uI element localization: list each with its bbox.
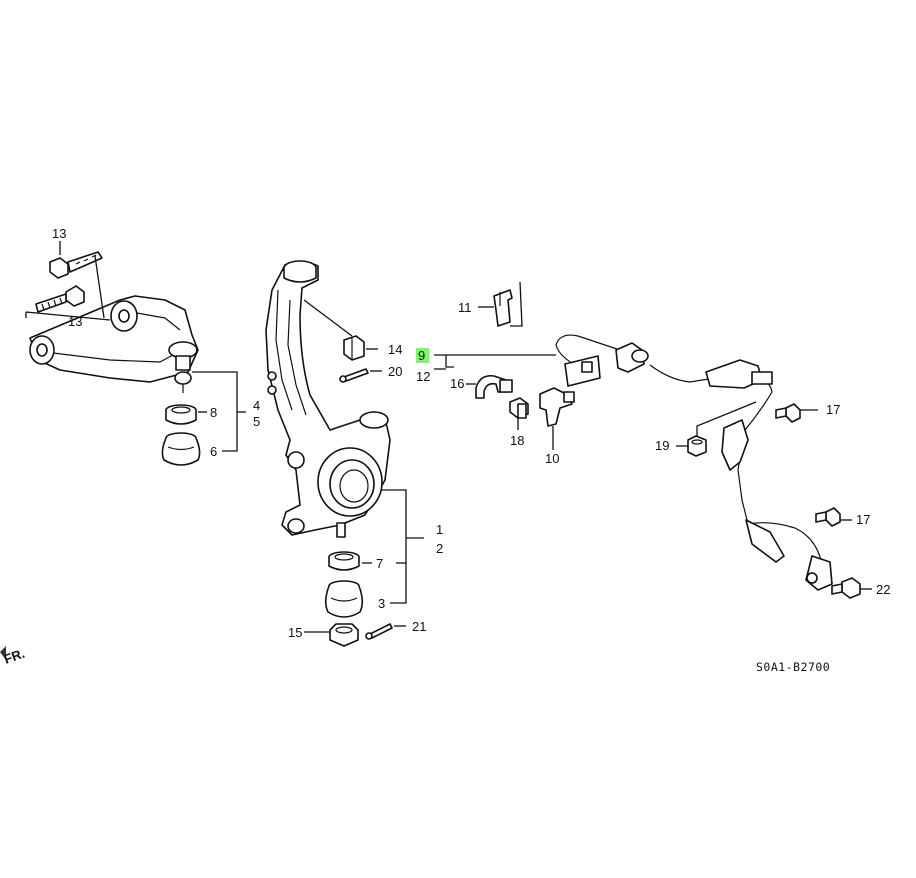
callout-13-lower: 13 xyxy=(68,314,82,329)
callout-9[interactable]: 9 xyxy=(418,348,425,363)
callout-7: 7 xyxy=(376,556,383,571)
leaders-upper-arm xyxy=(25,241,246,452)
callout-17-upper: 17 xyxy=(826,402,840,417)
nut-14 xyxy=(343,335,365,361)
callout-18: 18 xyxy=(510,433,524,448)
callout-3: 3 xyxy=(378,596,385,611)
sensor-harness xyxy=(555,334,833,591)
highlight-9 xyxy=(416,348,429,363)
nut-19 xyxy=(676,401,757,457)
leaders-9-12 xyxy=(434,354,556,370)
callout-13-upper: 13 xyxy=(52,226,66,241)
boot-3 xyxy=(324,580,364,618)
bolt-13-upper xyxy=(49,251,103,279)
callout-19: 19 xyxy=(655,438,669,453)
bolt-18 xyxy=(509,397,529,430)
callout-2: 2 xyxy=(436,541,443,556)
diagram-code: S0A1-B2700 xyxy=(756,660,830,674)
callout-20: 20 xyxy=(388,364,402,379)
callout-14: 14 xyxy=(388,342,402,357)
steering-knuckle xyxy=(265,260,391,538)
callout-15: 15 xyxy=(288,625,302,640)
callout-21: 21 xyxy=(412,619,426,634)
callout-6: 6 xyxy=(210,444,217,459)
upper-control-arm xyxy=(29,295,199,393)
callout-12: 12 xyxy=(416,369,430,384)
bolt-17-upper xyxy=(775,403,818,423)
bracket-10 xyxy=(539,387,575,450)
bolt-17-lower xyxy=(815,507,852,527)
cotter-pin-21 xyxy=(365,623,393,640)
nut-15 xyxy=(329,623,359,647)
dust-seal-8 xyxy=(165,404,197,425)
callout-11: 11 xyxy=(458,300,472,315)
callout-4: 4 xyxy=(253,398,260,413)
callouts: 13 13 8 4 5 6 14 20 1 2 7 3 15 21 11 9 1… xyxy=(52,226,890,640)
front-direction-marker: FR. xyxy=(0,646,27,667)
leaders-knuckle-top xyxy=(303,299,382,372)
bolt-13-lower xyxy=(35,285,85,313)
callout-5: 5 xyxy=(253,414,260,429)
callout-10: 10 xyxy=(545,451,559,466)
callout-17-lower: 17 xyxy=(856,512,870,527)
callout-16: 16 xyxy=(450,376,464,391)
boot-6 xyxy=(161,432,201,466)
cotter-pin-20 xyxy=(339,368,369,383)
callout-8: 8 xyxy=(210,405,217,420)
dust-seal-7 xyxy=(328,551,360,571)
callout-22: 22 xyxy=(876,582,890,597)
fr-label: FR. xyxy=(2,646,27,667)
clamp-16 xyxy=(466,374,513,399)
bolt-22 xyxy=(831,577,872,599)
callout-1: 1 xyxy=(436,522,443,537)
leaders-knuckle-bottom xyxy=(304,489,424,633)
clip-11 xyxy=(493,281,523,327)
